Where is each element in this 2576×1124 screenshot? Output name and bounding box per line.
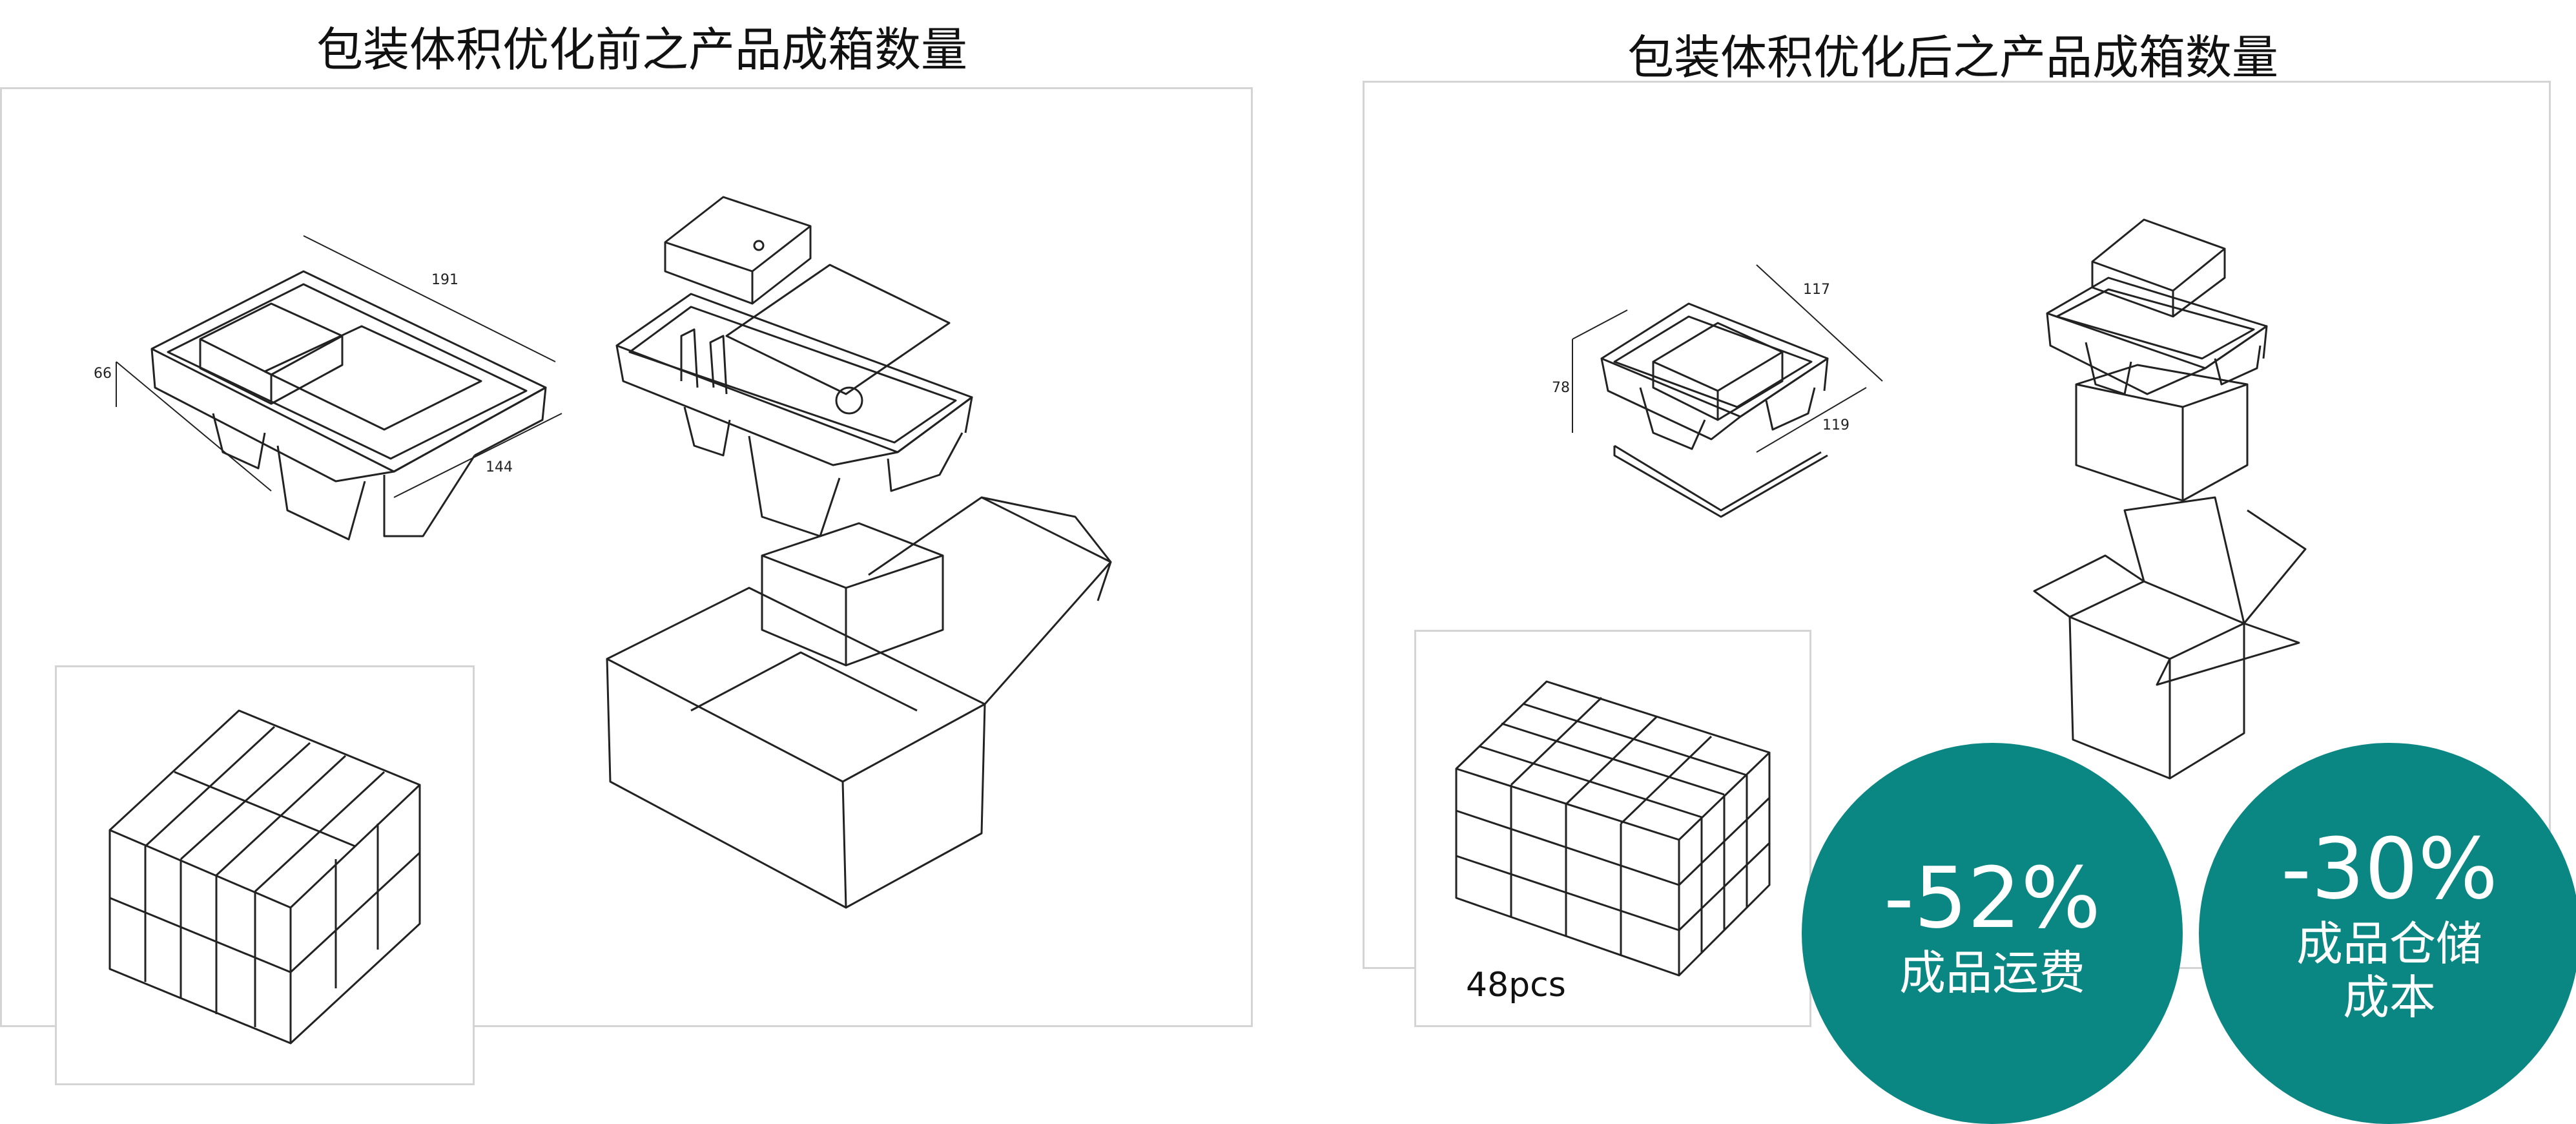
storage-savings-badge: -30% 成品仓储 成本 xyxy=(2199,743,2576,1124)
storage-savings-label-line2: 成本 xyxy=(2342,970,2436,1025)
before-dimension-lines xyxy=(116,235,562,498)
storage-savings-value: -30% xyxy=(2281,820,2498,918)
storage-savings-label-line1: 成品仓储 xyxy=(2296,917,2482,971)
before-width-label: 144 xyxy=(486,459,513,475)
after-exploded-view xyxy=(2033,218,2307,780)
after-dimensioned-tray xyxy=(1600,302,1829,518)
before-height-label: 66 xyxy=(94,366,112,382)
after-stack-inset xyxy=(1414,630,1811,1027)
pcs-count-label: 48pcs xyxy=(1466,966,1566,1004)
before-exploded-view xyxy=(606,196,1112,909)
before-length-label: 191 xyxy=(431,272,459,288)
freight-savings-value: -52% xyxy=(1884,849,2101,947)
after-height-label: 78 xyxy=(1552,380,1570,396)
after-dimension-lines xyxy=(1572,264,1883,453)
freight-savings-badge: -52% 成品运费 xyxy=(1802,743,2183,1124)
before-dimensioned-tray xyxy=(150,270,547,541)
after-box-stack xyxy=(1455,680,1771,977)
after-title: 包装体积优化后之产品成箱数量 xyxy=(1627,30,2279,85)
after-width-label: 119 xyxy=(1822,417,1850,433)
freight-savings-label: 成品运费 xyxy=(1899,946,2085,1000)
before-title: 包装体积优化前之产品成箱数量 xyxy=(316,23,968,77)
before-box-stack xyxy=(108,709,421,1045)
after-length-label: 117 xyxy=(1803,282,1830,298)
